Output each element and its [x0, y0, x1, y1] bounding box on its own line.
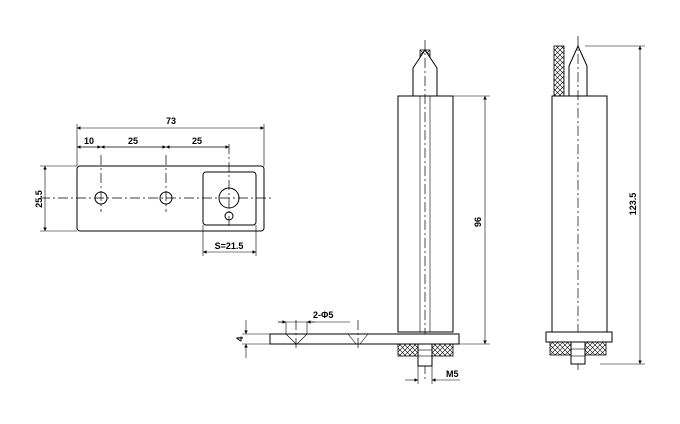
- dim-stroke: S=21.5: [215, 241, 244, 251]
- dim-total-length: 123.5: [628, 193, 638, 216]
- front-body: [397, 95, 454, 333]
- front-thread-stub: [417, 343, 433, 367]
- dim-offset-a: 10: [84, 136, 94, 146]
- dim-body-length: 96: [473, 217, 483, 227]
- dim-spacing-1: 25: [128, 136, 138, 146]
- side-tip-cone: [568, 44, 588, 97]
- side-view: 123.5: [545, 36, 645, 372]
- front-view: 96 4 2-Φ5 M5: [235, 40, 490, 384]
- dim-thread: M5: [446, 369, 459, 379]
- top-view: 73 10 25 25 25.5 S=21.5: [34, 116, 272, 256]
- side-body: [551, 95, 608, 333]
- side-base: [545, 331, 613, 343]
- top-view-square-pad: [202, 171, 257, 226]
- side-thread-stub: [570, 341, 586, 365]
- dim-overall-length: 73: [166, 116, 176, 126]
- side-tip-rod: [553, 45, 565, 97]
- dim-height: 25.5: [34, 190, 44, 208]
- top-view-plate-outline: [76, 165, 265, 232]
- dim-plate-thickness: 4: [235, 336, 245, 341]
- dim-mounting-holes: 2-Φ5: [313, 310, 333, 320]
- dim-spacing-2: 25: [192, 136, 202, 146]
